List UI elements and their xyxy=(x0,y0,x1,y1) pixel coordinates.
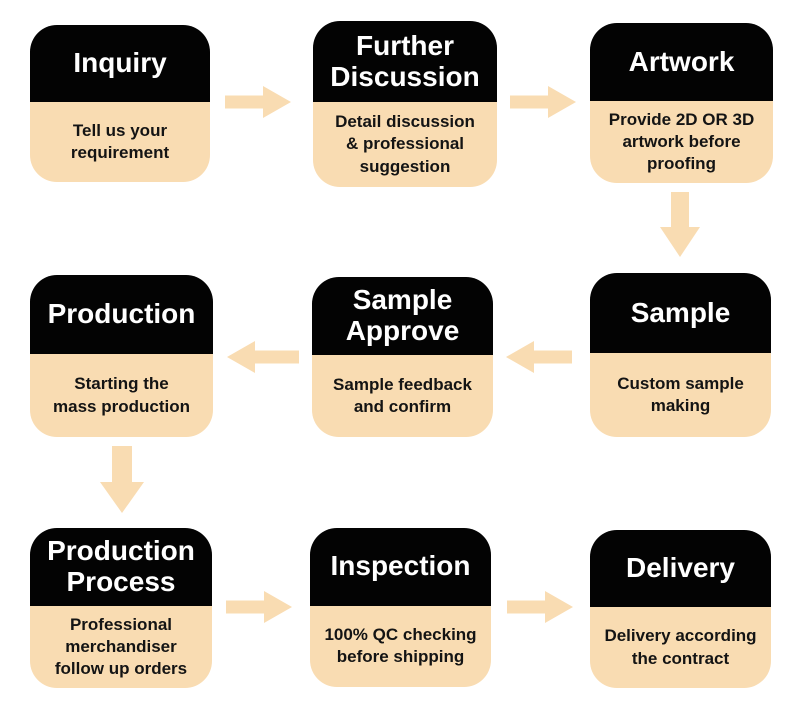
step-title-sample-approve: Sample Approve xyxy=(312,277,493,355)
step-title-delivery: Delivery xyxy=(590,530,771,607)
step-title-sample: Sample xyxy=(590,273,771,353)
step-description-sample: Custom sample making xyxy=(590,353,771,437)
step-description-delivery: Delivery according the contract xyxy=(590,607,771,688)
step-description-sample-approve: Sample feedback and confirm xyxy=(312,355,493,437)
arrow-right-inspection-to-delivery-icon xyxy=(507,591,573,623)
step-description-inquiry: Tell us your requirement xyxy=(30,101,210,182)
step-card-inquiry: Inquiry Tell us your requirement xyxy=(30,25,210,182)
arrow-down-artwork-to-sample-icon xyxy=(660,192,700,257)
step-title-further-discussion: Further Discussion xyxy=(313,21,497,102)
step-card-production-process: Production Process Professional merchand… xyxy=(30,528,212,688)
arrow-right-further-discussion-to-artwork-icon xyxy=(510,86,576,118)
step-card-sample: Sample Custom sample making xyxy=(590,273,771,437)
step-description-further-discussion: Detail discussion & professional suggest… xyxy=(313,102,497,187)
step-description-artwork: Provide 2D OR 3D artwork before proofing xyxy=(590,101,773,183)
step-title-production-process: Production Process xyxy=(30,528,212,606)
step-title-production: Production xyxy=(30,275,213,354)
step-description-production: Starting the mass production xyxy=(30,354,213,437)
step-card-artwork: Artwork Provide 2D OR 3D artwork before … xyxy=(590,23,773,183)
arrow-left-sample-approve-to-production-icon xyxy=(227,341,299,373)
step-description-inspection: 100% QC checking before shipping xyxy=(310,605,491,687)
step-card-inspection: Inspection 100% QC checking before shipp… xyxy=(310,528,491,687)
step-title-artwork: Artwork xyxy=(590,23,773,101)
step-title-inquiry: Inquiry xyxy=(30,25,210,102)
step-description-production-process: Professional merchandiser follow up orde… xyxy=(30,606,212,688)
arrow-left-sample-to-sample-approve-icon xyxy=(506,341,572,373)
arrow-right-production-process-to-inspection-icon xyxy=(226,591,292,623)
step-title-inspection: Inspection xyxy=(310,528,491,606)
arrow-down-production-to-production-process-icon xyxy=(100,446,144,513)
step-card-delivery: Delivery Delivery according the contract xyxy=(590,530,771,688)
step-card-production: Production Starting the mass production xyxy=(30,275,213,437)
arrow-right-inquiry-to-further-discussion-icon xyxy=(225,86,291,118)
step-card-further-discussion: Further Discussion Detail discussion & p… xyxy=(313,21,497,187)
step-card-sample-approve: Sample Approve Sample feedback and confi… xyxy=(312,277,493,437)
